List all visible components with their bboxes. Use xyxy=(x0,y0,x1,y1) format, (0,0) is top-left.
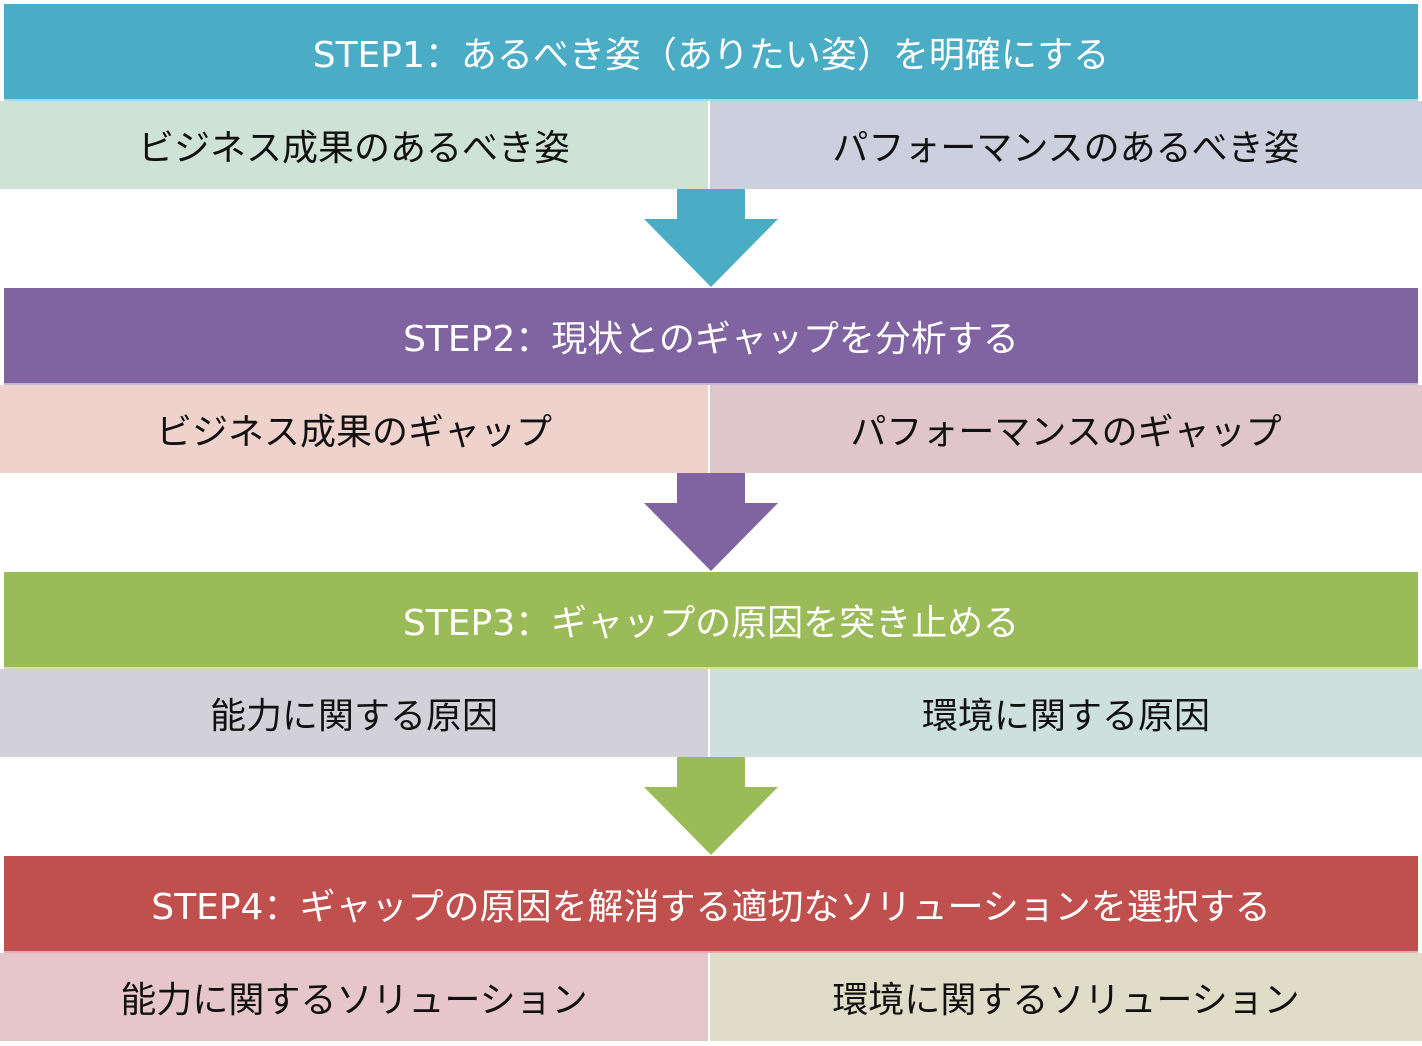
step4-left-box: 能力に関するソリューション xyxy=(0,953,710,1041)
step3-left-box: 能力に関する原因 xyxy=(0,669,710,757)
step1-row: ビジネス成果のあるべき姿 パフォーマンスのあるべき姿 xyxy=(0,101,1422,189)
step2-header: STEP2：現状とのギャップを分析する xyxy=(4,288,1418,385)
step3-header: STEP3：ギャップの原因を突き止める xyxy=(4,572,1418,669)
step3-right-box: 環境に関する原因 xyxy=(710,669,1422,757)
step4-right-box: 環境に関するソリューション xyxy=(710,953,1422,1041)
step1-right-box: パフォーマンスのあるべき姿 xyxy=(710,101,1422,189)
step2-down-arrow-icon xyxy=(644,473,778,571)
step1-left-box: ビジネス成果のあるべき姿 xyxy=(0,101,710,189)
step4-row: 能力に関するソリューション 環境に関するソリューション xyxy=(0,953,1422,1041)
step4-header: STEP4：ギャップの原因を解消する適切なソリューションを選択する xyxy=(4,856,1418,953)
step3-row: 能力に関する原因 環境に関する原因 xyxy=(0,669,1422,757)
step2-right-box: パフォーマンスのギャップ xyxy=(710,385,1422,473)
step1-header: STEP1：あるべき姿（ありたい姿）を明確にする xyxy=(4,4,1418,101)
step2-left-box: ビジネス成果のギャップ xyxy=(0,385,710,473)
step2-row: ビジネス成果のギャップ パフォーマンスのギャップ xyxy=(0,385,1422,473)
step3-down-arrow-icon xyxy=(644,757,778,855)
step1-down-arrow-icon xyxy=(644,189,778,287)
